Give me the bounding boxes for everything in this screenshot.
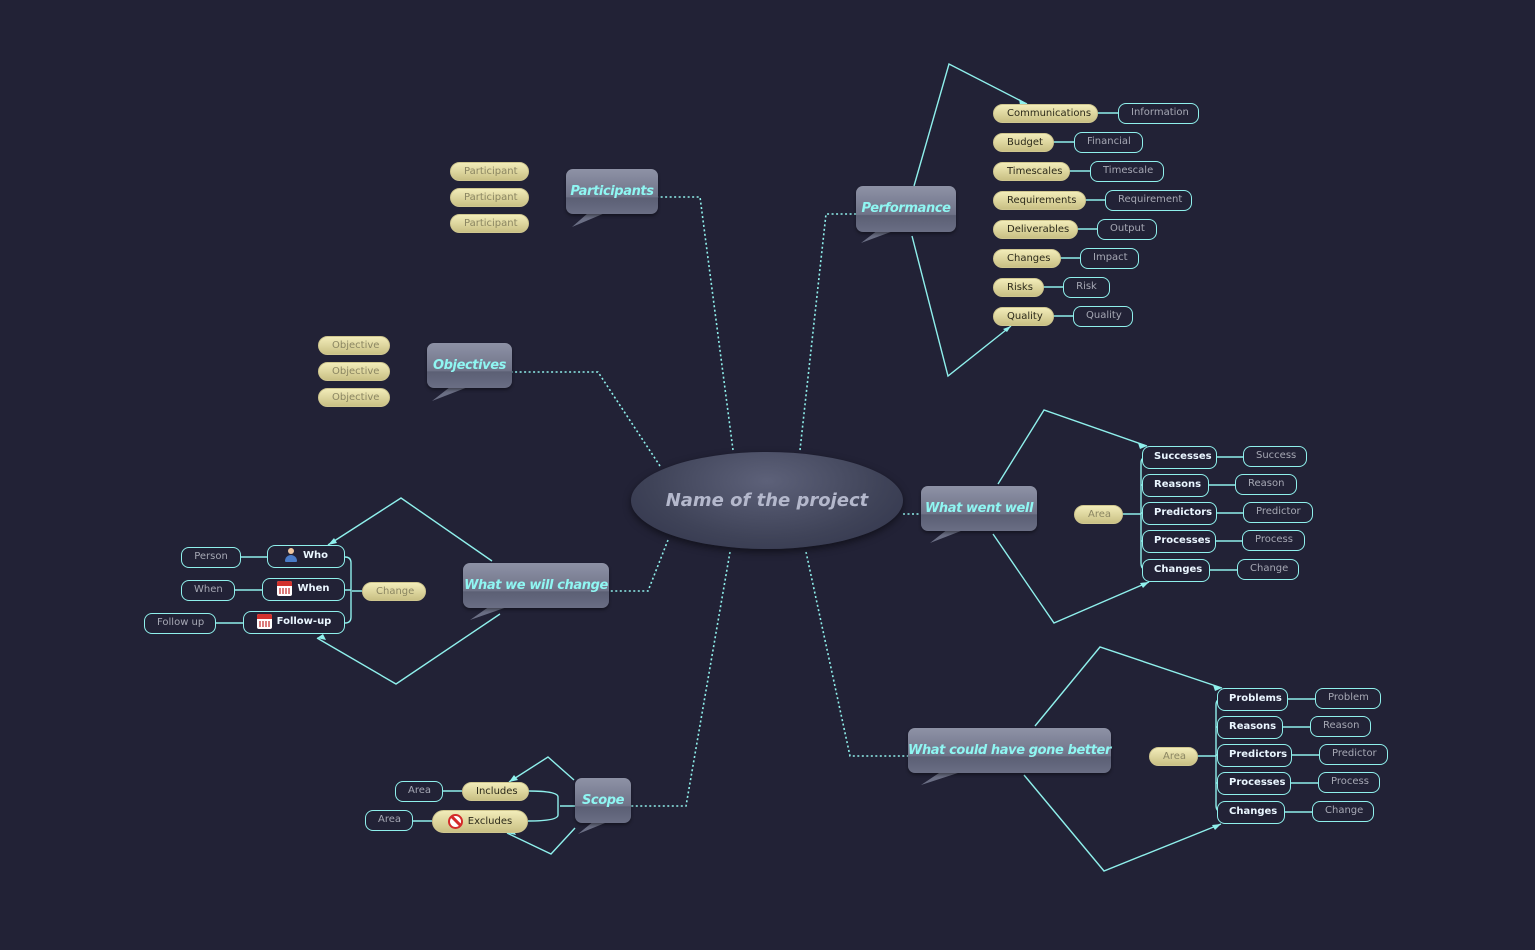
topic-what-went-well[interactable]: What went well xyxy=(921,486,1037,531)
objective-pill[interactable]: Objective xyxy=(318,362,390,381)
could-better-value-reason[interactable]: Reason xyxy=(1310,716,1371,737)
went-well-value-reason[interactable]: Reason xyxy=(1235,474,1297,495)
topic-participants[interactable]: Participants xyxy=(566,169,658,214)
could-better-item-predictors[interactable]: Predictors xyxy=(1217,744,1292,767)
when-label: When xyxy=(297,583,330,594)
could-better-value-problem[interactable]: Problem xyxy=(1315,688,1381,709)
performance-item-communications[interactable]: Communications xyxy=(993,104,1098,123)
participant-pill[interactable]: Participant xyxy=(450,214,529,233)
went-well-value-change[interactable]: Change xyxy=(1237,559,1299,580)
will-change-value-follow-up[interactable]: Follow up xyxy=(144,613,216,634)
went-well-item-processes[interactable]: Processes xyxy=(1142,530,1216,553)
scope-value-area[interactable]: Area xyxy=(365,810,413,831)
could-better-item-changes[interactable]: Changes xyxy=(1217,801,1285,824)
central-topic-label: Name of the project xyxy=(665,490,869,511)
performance-item-risks[interactable]: Risks xyxy=(993,278,1044,297)
participant-pill[interactable]: Participant xyxy=(450,188,529,207)
connector-performance xyxy=(799,213,856,451)
topic-what-could-have-gone-better[interactable]: What could have gone better xyxy=(908,728,1111,773)
went-well-item-reasons[interactable]: Reasons xyxy=(1142,474,1209,497)
could-better-value-change[interactable]: Change xyxy=(1312,801,1374,822)
performance-item-changes[interactable]: Changes xyxy=(993,249,1061,268)
went-well-value-predictor[interactable]: Predictor xyxy=(1243,502,1313,523)
went-well-value-process[interactable]: Process xyxy=(1242,530,1305,551)
performance-value-output[interactable]: Output xyxy=(1097,219,1157,240)
topic-could-better-label: What could have gone better xyxy=(908,743,1111,758)
calendar-icon xyxy=(277,580,293,596)
topic-participants-label: Participants xyxy=(570,184,654,199)
calendar-icon xyxy=(256,613,272,629)
area-pill[interactable]: Area xyxy=(1149,747,1198,766)
scope-item-includes[interactable]: Includes xyxy=(462,782,529,801)
topic-performance-label: Performance xyxy=(861,201,951,216)
scope-item-excludes[interactable]: Excludes xyxy=(432,810,528,833)
boundary-could-have-gone-better xyxy=(1023,646,1223,872)
topic-what-we-will-change[interactable]: What we will change xyxy=(463,563,609,608)
topic-will-change-label: What we will change xyxy=(464,578,608,593)
participant-pill[interactable]: Participant xyxy=(450,162,529,181)
performance-item-budget[interactable]: Budget xyxy=(993,133,1054,152)
person-icon xyxy=(284,548,298,562)
went-well-item-predictors[interactable]: Predictors xyxy=(1142,502,1217,525)
went-well-value-success[interactable]: Success xyxy=(1243,446,1307,467)
will-change-item-when[interactable]: When xyxy=(262,578,345,601)
went-well-item-changes[interactable]: Changes xyxy=(1142,559,1210,582)
performance-value-quality[interactable]: Quality xyxy=(1073,306,1133,327)
performance-item-deliverables[interactable]: Deliverables xyxy=(993,220,1078,239)
will-change-value-person[interactable]: Person xyxy=(181,547,241,568)
topic-scope-label: Scope xyxy=(581,793,625,808)
connector-what-could-have-gone-better xyxy=(805,551,908,757)
area-pill[interactable]: Area xyxy=(1074,505,1123,524)
objective-pill[interactable]: Objective xyxy=(318,388,390,407)
performance-value-risk[interactable]: Risk xyxy=(1063,277,1110,298)
follow-up-label: Follow-up xyxy=(276,616,332,627)
connector-participants xyxy=(658,196,734,451)
could-better-item-reasons[interactable]: Reasons xyxy=(1217,716,1283,739)
performance-value-timescale[interactable]: Timescale xyxy=(1090,161,1164,182)
performance-item-timescales[interactable]: Timescales xyxy=(993,162,1070,181)
performance-value-impact[interactable]: Impact xyxy=(1080,248,1139,269)
topic-objectives-label: Objectives xyxy=(432,358,507,373)
topic-performance[interactable]: Performance xyxy=(856,186,956,232)
could-better-value-process[interactable]: Process xyxy=(1318,772,1380,793)
boundary-performance xyxy=(911,62,1028,378)
performance-value-financial[interactable]: Financial xyxy=(1074,132,1143,153)
could-better-value-predictor[interactable]: Predictor xyxy=(1319,744,1388,765)
boundary-what-we-will-change xyxy=(316,497,501,685)
scope-value-area[interactable]: Area xyxy=(395,781,443,802)
who-label: Who xyxy=(302,550,329,561)
performance-value-information[interactable]: Information xyxy=(1118,103,1199,124)
performance-item-requirements[interactable]: Requirements xyxy=(993,191,1086,210)
connector-what-we-will-change xyxy=(609,539,669,592)
will-change-value-when[interactable]: When xyxy=(181,580,235,601)
no-entry-icon xyxy=(447,813,463,829)
boundary-scope xyxy=(506,756,576,855)
performance-item-quality[interactable]: Quality xyxy=(993,307,1054,326)
change-pill[interactable]: Change xyxy=(362,582,426,601)
will-change-item-follow-up[interactable]: Follow-up xyxy=(243,611,345,634)
central-topic[interactable]: Name of the project xyxy=(631,452,903,549)
performance-value-requirement[interactable]: Requirement xyxy=(1105,190,1192,211)
boundary-what-went-well xyxy=(992,409,1150,624)
connector-scope xyxy=(631,551,731,807)
went-well-item-successes[interactable]: Successes xyxy=(1142,446,1217,469)
connector-objectives xyxy=(512,371,661,467)
topic-scope[interactable]: Scope xyxy=(575,778,631,823)
excludes-label: Excludes xyxy=(467,816,513,827)
topic-what-went-well-label: What went well xyxy=(924,501,1034,516)
will-change-item-who[interactable]: Who xyxy=(267,545,345,568)
objective-pill[interactable]: Objective xyxy=(318,336,390,355)
topic-objectives[interactable]: Objectives xyxy=(427,343,512,388)
could-better-item-processes[interactable]: Processes xyxy=(1217,772,1291,795)
could-better-item-problems[interactable]: Problems xyxy=(1217,688,1288,711)
bubble-tail xyxy=(572,213,605,227)
